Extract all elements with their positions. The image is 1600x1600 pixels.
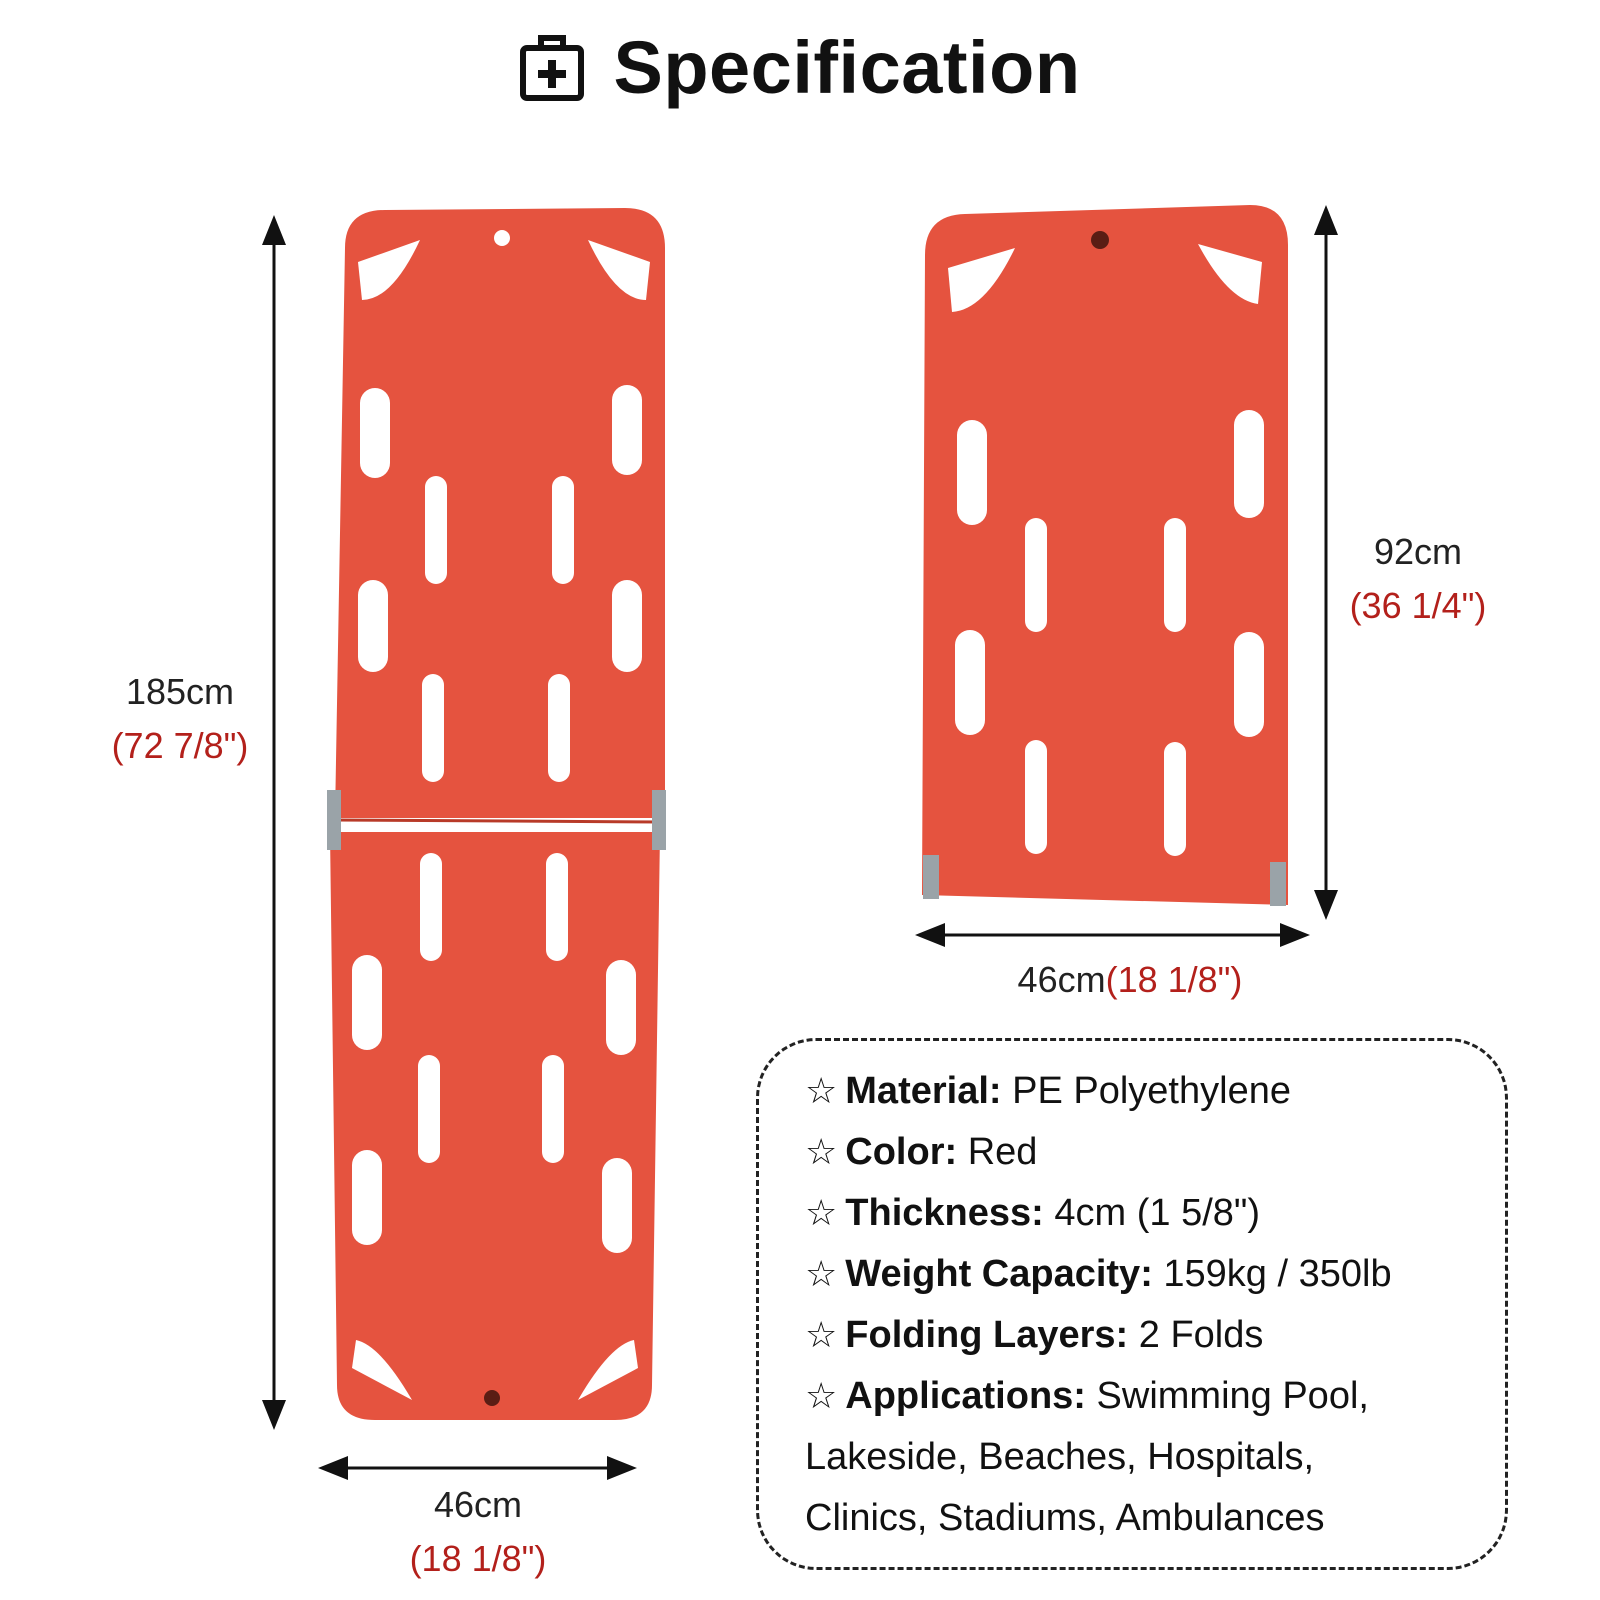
spec-label: Weight Capacity: <box>845 1253 1153 1295</box>
folded-length-label: 92cm (36 1/4") <box>1318 525 1518 633</box>
folded-hinge-right <box>1270 862 1286 906</box>
unfolded-length-metric: 185cm <box>125 671 235 712</box>
spec-value: Red <box>967 1131 1038 1173</box>
unfolded-length-label: 185cm (72 7/8") <box>80 665 280 773</box>
page-title: Specification <box>613 25 1081 109</box>
spec-box: ☆Material: PE Polyethylene ☆Color: Red ☆… <box>756 1038 1508 1570</box>
spec-label: Applications: <box>845 1375 1086 1417</box>
board-bottom-half <box>330 832 660 1420</box>
spec-label: Color: <box>845 1131 958 1173</box>
folded-width-label: 46cm(18 1/8") <box>920 953 1340 1007</box>
folded-length-imperial: (36 1/4") <box>1349 585 1487 626</box>
spec-item-folding-layers: ☆Folding Layers: 2 Folds <box>805 1305 1485 1366</box>
spec-item-thickness: ☆Thickness: 4cm (1 5/8") <box>805 1183 1485 1244</box>
spec-item-material: ☆Material: PE Polyethylene <box>805 1061 1485 1122</box>
folded-length-metric: 92cm <box>1373 531 1463 572</box>
first-aid-kit-icon <box>520 35 585 101</box>
spec-value: PE Polyethylene <box>1012 1070 1291 1112</box>
folded-hinge-left <box>923 855 939 899</box>
spec-label: Folding Layers: <box>845 1314 1129 1356</box>
spec-item-weight-capacity: ☆Weight Capacity: 159kg / 350lb <box>805 1244 1485 1305</box>
unfolded-length-imperial: (72 7/8") <box>111 725 249 766</box>
star-icon: ☆ <box>805 1254 838 1295</box>
unfolded-width-metric: 46cm <box>433 1484 523 1525</box>
unfolded-width-imperial: (18 1/8") <box>409 1538 547 1579</box>
star-icon: ☆ <box>805 1376 838 1417</box>
spec-value: Swimming Pool, <box>1096 1375 1369 1417</box>
folded-spine-board <box>922 205 1288 906</box>
folded-width-metric: 46cm <box>1017 959 1106 1000</box>
board-top-half <box>335 208 665 818</box>
spec-applications-continuation: Clinics, Stadiums, Ambulances <box>805 1497 1325 1539</box>
spec-item-applications: ☆Applications: Swimming Pool, <box>805 1366 1485 1427</box>
spec-item-color: ☆Color: Red <box>805 1122 1485 1183</box>
hinge-right <box>652 790 666 850</box>
spec-value: 4cm (1 5/8") <box>1054 1192 1261 1234</box>
star-icon: ☆ <box>805 1315 838 1356</box>
spec-applications-continuation: Lakeside, Beaches, Hospitals, <box>805 1436 1315 1478</box>
page-header: Specification <box>0 22 1600 112</box>
spec-value: 2 Folds <box>1138 1314 1264 1356</box>
spec-label: Thickness: <box>845 1192 1044 1234</box>
star-icon: ☆ <box>805 1071 838 1112</box>
star-icon: ☆ <box>805 1132 838 1173</box>
hinge-left <box>327 790 341 850</box>
spec-value: 159kg / 350lb <box>1163 1253 1392 1295</box>
folded-width-imperial: (18 1/8") <box>1105 959 1243 1000</box>
unfolded-spine-board <box>327 208 666 1420</box>
spec-label: Material: <box>845 1070 1002 1112</box>
star-icon: ☆ <box>805 1193 838 1234</box>
unfolded-width-label: 46cm (18 1/8") <box>378 1478 578 1586</box>
